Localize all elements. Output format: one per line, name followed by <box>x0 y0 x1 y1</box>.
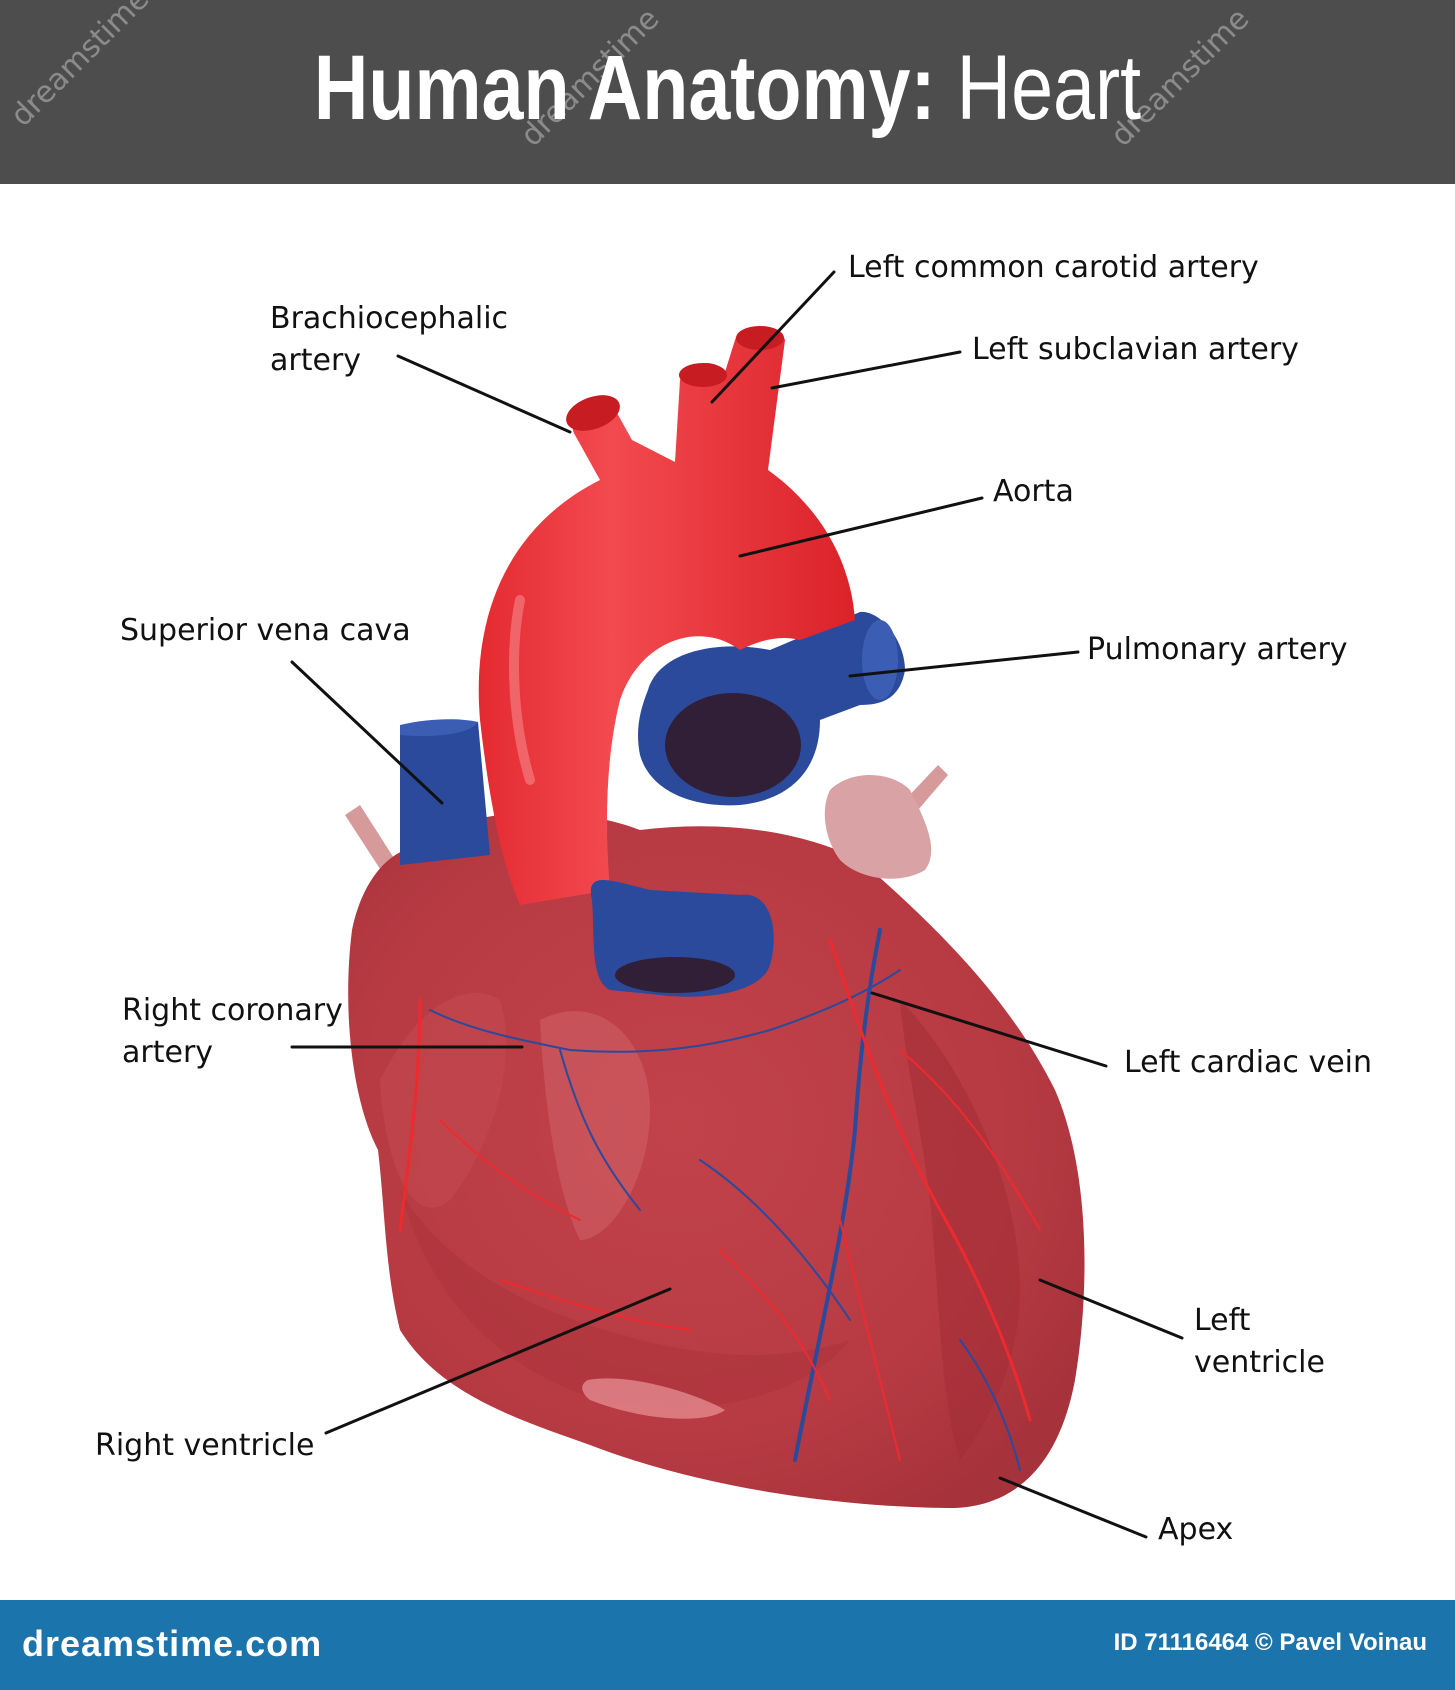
pulmonary-artery-shape <box>637 611 905 806</box>
label-brachiocephalic-line2: artery <box>270 343 362 378</box>
label-pulmonary-artery: Pulmonary artery <box>1087 632 1348 667</box>
aorta-shape <box>478 326 855 905</box>
label-left-ventricle-line2: ventricle <box>1194 1345 1325 1380</box>
label-left-subclavian-artery: Left subclavian artery <box>972 332 1299 367</box>
leader-lines <box>290 270 1184 1539</box>
page-title: Human Anatomy: Heart <box>131 32 1324 144</box>
title-light-part: Heart <box>935 37 1142 139</box>
leader-right-ventricle <box>324 1287 672 1435</box>
leader-left-subclavian <box>770 350 962 390</box>
superior-vena-cava-shape <box>400 719 490 865</box>
leader-aorta <box>738 496 984 558</box>
leader-left-cardiac-vein <box>870 991 1108 1068</box>
label-brachiocephalic-line1: Brachiocephalic <box>270 301 509 336</box>
title-bold-part: Human Anatomy: <box>313 37 936 139</box>
label-right-coronary-line2: artery <box>122 1035 214 1070</box>
leader-left-ventricle <box>1038 1278 1184 1340</box>
label-superior-vena-cava: Superior vena cava <box>120 613 411 648</box>
pulmonary-vein-lower-shape <box>590 880 774 997</box>
title-banner: Human Anatomy: Heart dreamstime dreamsti… <box>0 0 1455 184</box>
label-right-coronary-line1: Right coronary <box>122 993 343 1028</box>
leader-brachiocephalic <box>396 354 572 434</box>
label-apex: Apex <box>1158 1512 1234 1547</box>
label-left-common-carotid-artery: Left common carotid artery <box>848 250 1259 285</box>
left-atrial-appendage <box>824 775 932 879</box>
label-left-cardiac-vein: Left cardiac vein <box>1124 1045 1373 1080</box>
footer-site-logo: dreamstime.com <box>22 1623 323 1664</box>
label-left-ventricle-line1: Left <box>1194 1303 1251 1338</box>
leader-superior-vena-cava <box>290 660 444 805</box>
label-aorta: Aorta <box>993 474 1074 509</box>
leader-apex <box>998 1476 1148 1539</box>
leader-pulmonary-artery <box>848 650 1080 678</box>
leader-left-common-carotid <box>710 270 836 404</box>
footer-bar: dreamstime.com ID 71116464 © Pavel Voina… <box>0 1600 1455 1690</box>
label-right-ventricle: Right ventricle <box>95 1428 315 1463</box>
coronary-vessels <box>398 928 1041 1471</box>
footer-credit: ID 71116464 © Pavel Voinau <box>1113 1629 1427 1656</box>
